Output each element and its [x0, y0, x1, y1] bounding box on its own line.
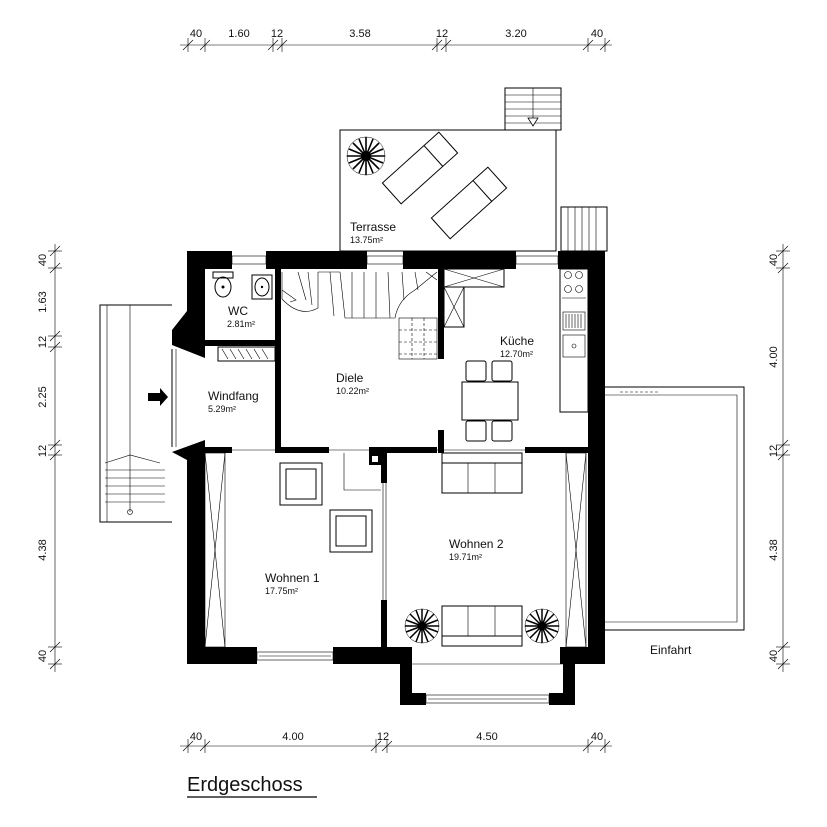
room-area-windfang: 5.29m² [208, 404, 236, 414]
room-wohnen1: Wohnen 1 17.75m² [204, 452, 373, 648]
room-area-wohnen2: 19.71m² [449, 552, 482, 562]
dim-right-4: 4.38 [768, 539, 780, 560]
room-name-wc: WC [228, 304, 248, 318]
dim-bottom-2: 4.00 [282, 731, 303, 743]
interior-walls [205, 269, 588, 647]
dim-top-3: 12 [271, 28, 283, 40]
toilet-icon [212, 271, 234, 298]
armchair-2 [329, 509, 373, 553]
dim-top-6: 3.20 [505, 28, 526, 40]
dim-right-3: 12 [768, 445, 780, 457]
room-area-diele: 10.22m² [336, 386, 369, 396]
dim-left-6: 4.38 [37, 539, 49, 560]
dim-top-7: 40 [591, 28, 603, 40]
label-einfahrt: Einfahrt [650, 643, 692, 657]
dim-left-1: 40 [37, 254, 49, 266]
room-wc: WC 2.81m² [212, 271, 273, 329]
curtain-left-w1 [204, 452, 226, 648]
room-name-terrasse: Terrasse [350, 220, 396, 234]
terrace-steps-right [560, 206, 608, 252]
dim-top-2: 1.60 [228, 28, 249, 40]
sofa-bottom [441, 605, 523, 647]
top-dimension-chain: 40 1.60 12 3.58 12 3.20 40 [180, 28, 612, 52]
plant-icon [524, 608, 560, 644]
room-diele: Diele 10.22m² [281, 271, 438, 396]
dim-right-1: 40 [768, 254, 780, 266]
room-name-wohnen2: Wohnen 2 [449, 537, 504, 551]
stove-icon [562, 271, 586, 299]
dim-left-4: 2.25 [37, 386, 49, 407]
dim-left-7: 40 [37, 650, 49, 662]
room-area-wc: 2.81m² [227, 319, 255, 329]
interior-details [232, 382, 525, 600]
curtain-right-w2 [565, 452, 587, 648]
room-name-windfang: Windfang [208, 389, 259, 403]
armchair-1 [279, 462, 323, 506]
terrace-plant-icon [346, 136, 386, 176]
sofa-top [441, 452, 523, 494]
kitchen-sink-icon [562, 311, 586, 358]
driveway: Einfahrt [605, 386, 745, 657]
plant-icon [404, 608, 440, 644]
room-kueche: Küche 12.70m² [443, 268, 589, 442]
dim-right-5: 40 [768, 650, 780, 662]
kitchen-counter [443, 268, 589, 413]
dim-bottom-4: 4.50 [476, 731, 497, 743]
room-name-wohnen1: Wohnen 1 [265, 571, 320, 585]
exterior-walls [172, 251, 605, 705]
entrance-stairs [99, 304, 177, 523]
bottom-dimension-chain: 40 4.00 12 4.50 40 [180, 731, 612, 753]
wardrobe [217, 346, 276, 362]
dim-top-1: 40 [190, 28, 202, 40]
dim-right-2: 4.00 [768, 346, 780, 367]
wc-sink-icon [251, 274, 273, 300]
room-name-kueche: Küche [500, 334, 534, 348]
room-area-kueche: 12.70m² [500, 349, 533, 359]
room-name-diele: Diele [336, 371, 364, 385]
dim-left-2: 1.63 [37, 291, 49, 312]
dim-top-4: 3.58 [349, 28, 370, 40]
terrace-steps-top [504, 87, 562, 131]
dim-left-5: 12 [37, 445, 49, 457]
room-windfang: Windfang 5.29m² [208, 346, 276, 414]
right-dimension-chain: 40 4.00 12 4.38 40 [768, 244, 790, 672]
sun-lounger-2 [430, 166, 508, 240]
plan-title: Erdgeschoss [187, 774, 303, 796]
dining-table [461, 360, 519, 442]
dim-bottom-5: 40 [591, 731, 603, 743]
room-wohnen2: Wohnen 2 19.71m² [404, 452, 587, 648]
dim-bottom-1: 40 [190, 731, 202, 743]
entrance-arrow-icon [148, 388, 168, 406]
staircase [281, 271, 438, 360]
dim-left-3: 12 [37, 336, 49, 348]
dim-bottom-3: 12 [377, 731, 389, 743]
left-dimension-chain: 40 1.63 12 2.25 12 4.38 40 [37, 244, 62, 672]
room-area-terrasse: 13.75m² [350, 235, 383, 245]
sun-lounger-1 [381, 131, 459, 205]
dim-top-5: 12 [436, 28, 448, 40]
room-area-wohnen1: 17.75m² [265, 586, 298, 596]
windows [231, 255, 572, 704]
terrace: Terrasse 13.75m² [339, 87, 608, 252]
